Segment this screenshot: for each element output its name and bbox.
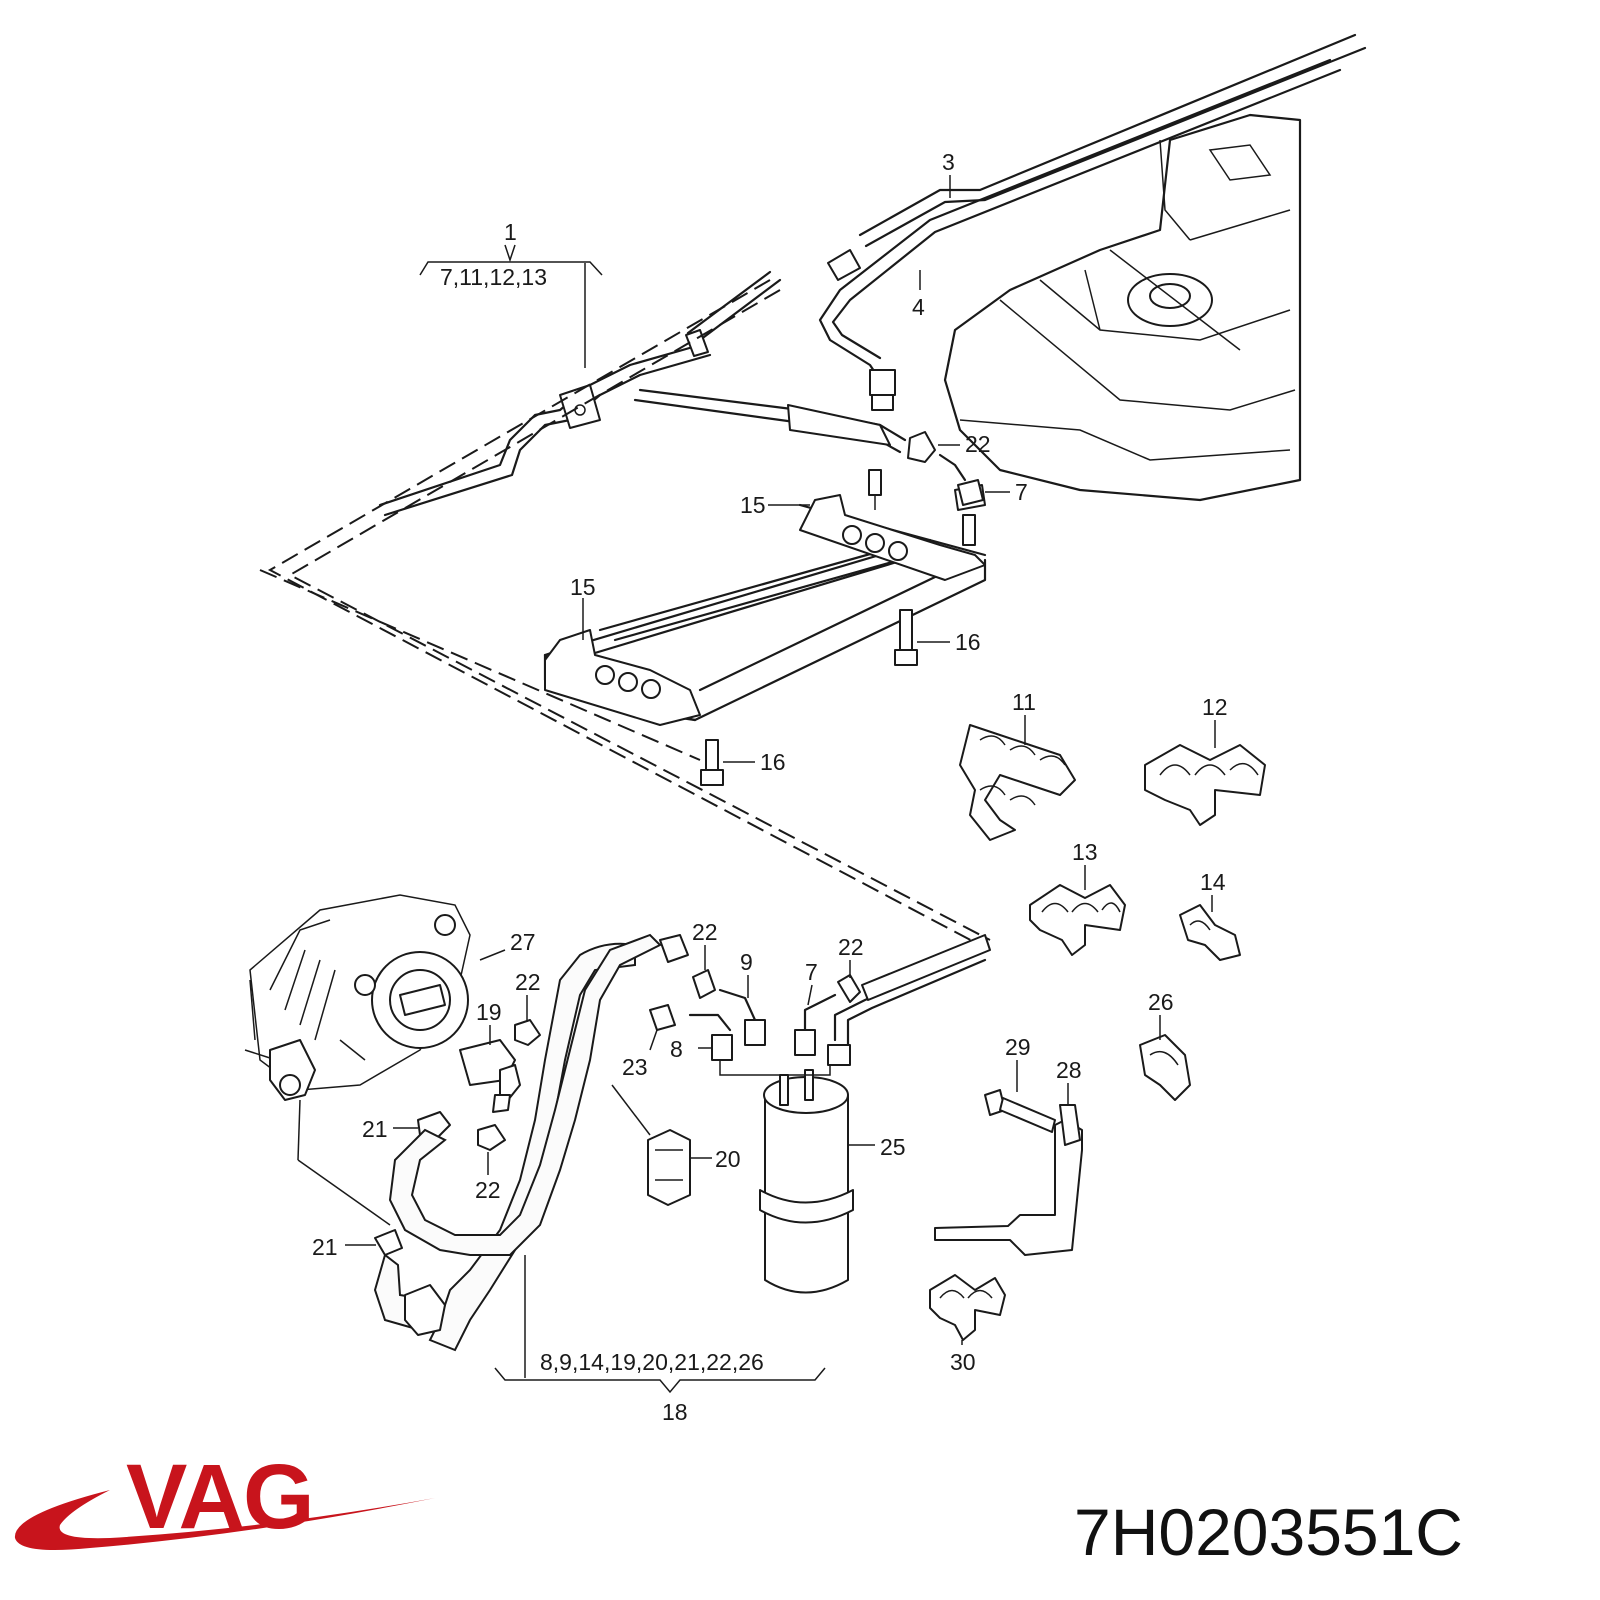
clip-30	[929, 1274, 1006, 1341]
label-13: 13	[1072, 839, 1098, 865]
label-27: 27	[510, 929, 536, 955]
assembly-dashed-outline	[267, 279, 983, 961]
leader-lines	[297, 175, 1216, 1394]
label-18: 18	[662, 1399, 688, 1425]
logo-text: VAG	[126, 1446, 313, 1548]
clip-11	[959, 724, 1076, 841]
label-23: 23	[622, 1054, 648, 1080]
clamp-22-upper	[907, 431, 936, 463]
label-3: 3	[942, 149, 955, 175]
fuel-filter-25	[719, 1060, 854, 1294]
label-28: 28	[1056, 1057, 1082, 1083]
clamp-22-filter	[837, 974, 861, 1003]
sensor-20	[611, 1084, 691, 1206]
bolt-16-lower	[700, 739, 755, 786]
clip-14	[1179, 904, 1241, 961]
label-1: 1	[504, 219, 517, 245]
label-22-lower: 22	[475, 1177, 501, 1203]
callout-labels: 1 7,11,12,13 3 4 22 7 15 15 16 16 11 12 …	[312, 149, 1228, 1425]
label-30: 30	[950, 1349, 976, 1375]
clip-13	[1029, 884, 1126, 956]
logo-swoosh	[14, 1490, 436, 1551]
pipe-bundle-1	[378, 270, 907, 517]
label-21-upper: 21	[362, 1116, 388, 1142]
connector-9	[718, 988, 766, 1046]
label-15-top: 15	[740, 492, 766, 518]
label-11: 11	[1012, 689, 1036, 715]
label-12: 12	[1202, 694, 1228, 720]
clamp-21-lower	[374, 1229, 403, 1256]
bracket-28	[934, 1104, 1083, 1256]
hose-18	[373, 933, 689, 1352]
label-22-top: 22	[965, 431, 991, 457]
clip-12	[1144, 744, 1266, 826]
label-14: 14	[1200, 869, 1226, 895]
leader-dashed-1	[259, 569, 701, 761]
fuel-line-3	[827, 33, 1367, 281]
clamp-23	[649, 1004, 676, 1031]
label-4: 4	[912, 294, 925, 320]
assembly-dashed-outline-b	[287, 289, 991, 941]
label-22-filter: 22	[838, 934, 864, 960]
label-7-lower: 7	[805, 959, 818, 985]
part-number: 7H0203551C	[1074, 1495, 1463, 1569]
label-9: 9	[740, 949, 753, 975]
clamp-22-9	[692, 969, 716, 999]
pump-27	[244, 894, 471, 1101]
clamp-22-lower	[477, 1124, 506, 1151]
label-18-group: 8,9,14,19,20,21,22,26	[540, 1349, 764, 1375]
label-25: 25	[880, 1134, 906, 1160]
label-22-pump: 22	[515, 969, 541, 995]
bolt-29	[984, 1089, 1056, 1133]
label-15-lower: 15	[570, 574, 596, 600]
vag-logo: VAG	[14, 1446, 436, 1551]
label-1-group: 7,11,12,13	[440, 264, 547, 290]
fuel-tank	[943, 113, 1302, 502]
connector-hoses-lower	[827, 934, 991, 1066]
label-16-lower: 16	[760, 749, 786, 775]
label-16-upper: 16	[955, 629, 981, 655]
clamp-22-pump	[514, 1019, 541, 1046]
label-7-top: 7	[1015, 479, 1028, 505]
fuel-line-4	[818, 58, 1342, 411]
connector-7-upper	[938, 453, 984, 506]
mounting-frame	[543, 469, 987, 726]
label-29: 29	[1005, 1034, 1031, 1060]
bolt-16-upper	[894, 609, 950, 666]
label-26: 26	[1148, 989, 1174, 1015]
label-8: 8	[670, 1036, 683, 1062]
label-20: 20	[715, 1146, 741, 1172]
label-21-lower: 21	[312, 1234, 338, 1260]
label-22-9: 22	[692, 919, 718, 945]
connector-7-lower	[794, 993, 837, 1056]
connector-8	[688, 1013, 733, 1061]
valve-19	[459, 1039, 521, 1113]
clip-26	[1139, 1034, 1191, 1101]
label-19: 19	[476, 999, 502, 1025]
